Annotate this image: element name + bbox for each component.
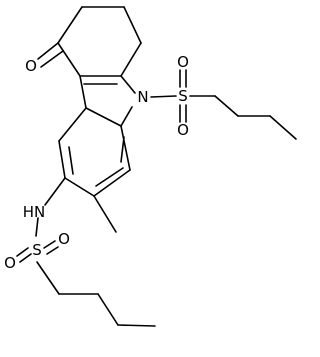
bond [120, 136, 125, 163]
bottom-sulfonyl-oxygen-left: O [4, 254, 16, 272]
bond [64, 177, 95, 197]
bottom-sulfur-label: S [32, 241, 42, 259]
bond [57, 42, 81, 77]
top-sulfonyl-oxygen-lower: O [177, 121, 189, 139]
structure-svg: O N S O O HN S O O [4, 6, 297, 327]
bond [43, 240, 56, 249]
bond [85, 107, 122, 127]
bond [19, 253, 32, 263]
bond [120, 106, 133, 127]
bond [150, 95, 177, 98]
ring-nitrogen-label: N [137, 88, 148, 106]
bond [58, 140, 66, 179]
bond [57, 6, 83, 44]
bond [117, 324, 156, 327]
bond [120, 42, 142, 77]
bond [214, 95, 239, 117]
bond [16, 247, 29, 257]
bond [269, 115, 297, 140]
amide-nh-label: HN [23, 203, 46, 221]
bottom-sulfonyl-oxygen-right: O [58, 230, 70, 248]
bond [40, 50, 64, 68]
top-sulfur-label: S [178, 87, 188, 105]
bond [58, 107, 87, 142]
bond [68, 146, 74, 175]
atom-labels: O N S O O HN S O O [4, 53, 189, 272]
ketone-oxygen-label: O [25, 57, 37, 75]
bond [123, 6, 142, 44]
bond [36, 261, 60, 295]
bond [120, 125, 131, 171]
bond [93, 169, 131, 197]
bond [120, 75, 136, 94]
bond [97, 293, 119, 326]
bond-lines [16, 6, 297, 327]
bond [93, 195, 117, 233]
bond [46, 246, 59, 255]
bond [95, 167, 124, 187]
bond [35, 217, 39, 237]
molecule-drawing: O N S O O HN S O O [4, 6, 297, 327]
bond [44, 177, 66, 206]
bond [79, 75, 87, 109]
top-sulfonyl-oxygen-upper: O [177, 53, 189, 71]
bond [37, 42, 59, 60]
